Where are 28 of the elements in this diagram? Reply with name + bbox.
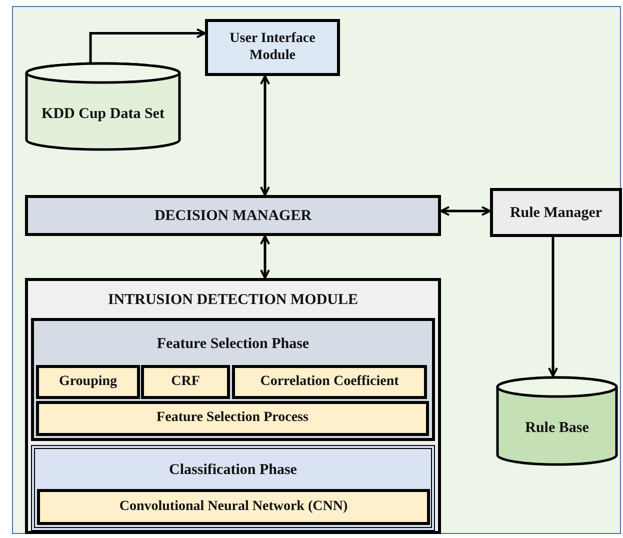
process-box	[37, 489, 430, 525]
component-box	[141, 365, 230, 399]
node-label: Rule Base	[525, 419, 589, 437]
arrow	[260, 75, 270, 196]
panel-heading: Classification Phase	[169, 461, 297, 479]
manager-box	[490, 188, 622, 237]
panel-heading: INTRUSION DETECTION MODULE	[108, 291, 358, 309]
node-label: Grouping	[58, 374, 118, 390]
component-box	[36, 365, 140, 399]
node-label: DECISION MANAGER	[154, 206, 312, 224]
node-label: Rule Manager	[510, 204, 602, 222]
panel-heading: Feature Selection Phase	[156, 335, 310, 353]
phase-panel	[31, 318, 435, 441]
arrow	[260, 235, 270, 279]
arrow	[548, 237, 558, 377]
node-label: User Interface Module	[228, 30, 316, 64]
node-label: KDD Cup Data Set	[42, 104, 164, 122]
phase-panel	[31, 445, 435, 531]
process-box	[36, 401, 429, 436]
arrow	[440, 206, 491, 216]
component-box	[232, 365, 427, 399]
manager-bar	[25, 195, 441, 236]
module-panel	[25, 278, 441, 534]
node-label: CRF	[171, 374, 200, 390]
node-label: Correlation Coefficient	[260, 374, 399, 390]
node-label: Feature Selection Process	[156, 410, 308, 427]
node-label: Convolutional Neural Network (CNN)	[119, 498, 348, 516]
module-box	[205, 19, 340, 76]
